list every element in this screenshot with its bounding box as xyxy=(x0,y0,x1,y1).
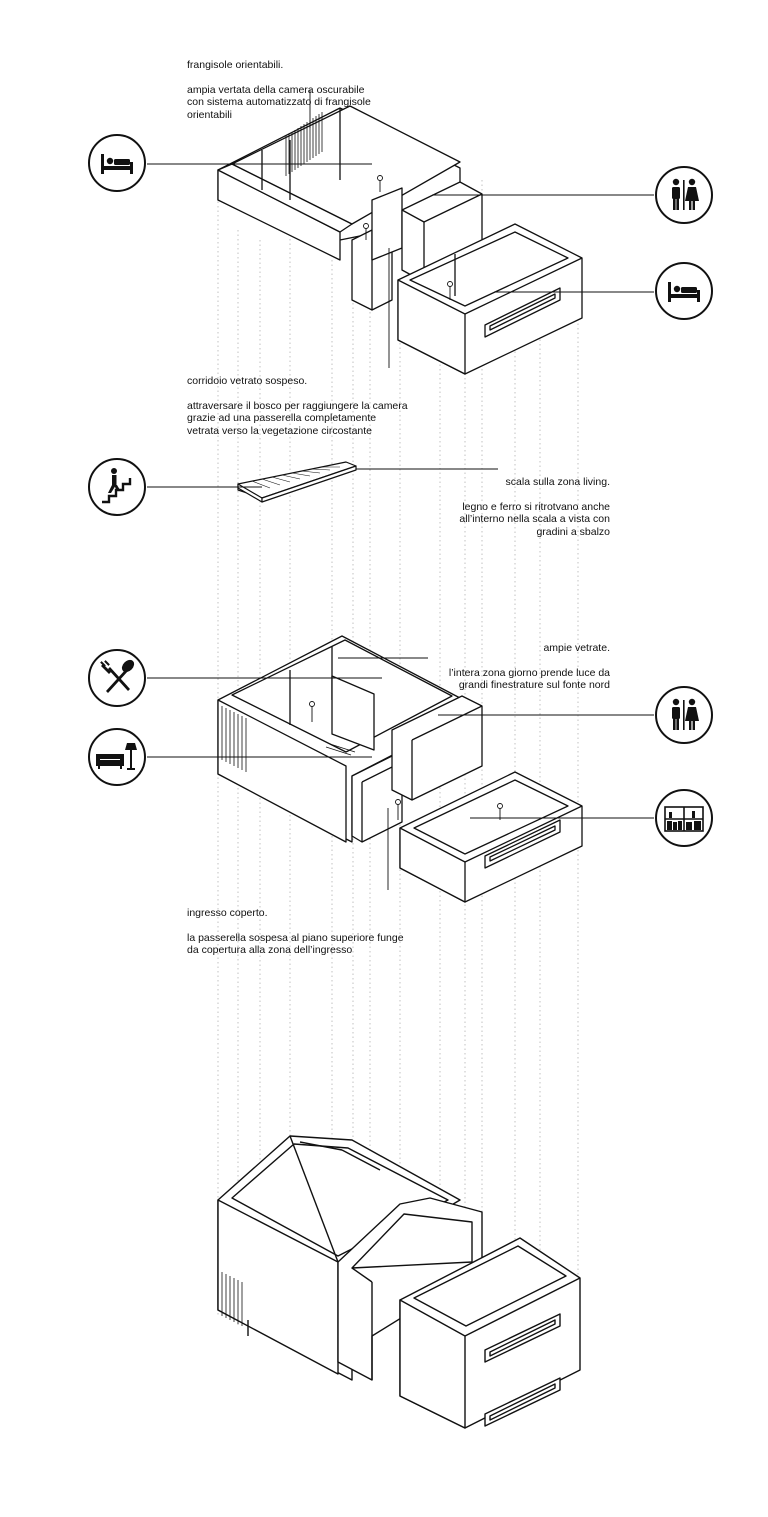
annotation-title: ampie vetrate. xyxy=(543,641,610,654)
annotation-title: ingresso coperto. xyxy=(187,906,268,919)
roof-exterior-volume xyxy=(217,1135,581,1429)
annotation-vetrate: ampie vetrate. l’intera zona giorno pren… xyxy=(449,629,610,704)
annotation-ingresso: ingresso coperto. la passerella sospesa … xyxy=(187,894,404,969)
upper-floor xyxy=(217,105,583,375)
sofa-lamp-icon xyxy=(88,728,146,786)
annotation-text: l’intera zona giorno prende luce da gran… xyxy=(448,666,610,692)
restroom-icon xyxy=(655,686,713,744)
ground-floor xyxy=(217,635,583,903)
shelves-icon xyxy=(655,789,713,847)
fork-spoon-icon xyxy=(88,649,146,707)
annotation-text: attraversare il bosco per raggiungere la… xyxy=(187,399,408,437)
leader-lines xyxy=(147,90,654,890)
bed-icon xyxy=(655,262,713,320)
annotation-corridoio: corridoio vetrato sospeso. attraversare … xyxy=(187,362,408,450)
annotation-frangisole: frangisole orientabili. ampia vertata de… xyxy=(187,46,371,134)
stairs-icon xyxy=(88,458,146,516)
annotation-title: scala sulla zona living. xyxy=(505,475,610,488)
annotation-title: frangisole orientabili. xyxy=(187,58,284,71)
annotation-scala: scala sulla zona living. legno e ferro s… xyxy=(459,463,610,551)
annotation-text: ampia vertata della camera oscurabile co… xyxy=(187,83,371,121)
restroom-icon xyxy=(655,166,713,224)
bed-icon xyxy=(88,134,146,192)
annotation-text: legno e ferro si ritrotvano anche all’in… xyxy=(459,500,610,538)
stair-element xyxy=(237,461,357,503)
annotation-text: la passerella sospesa al piano superiore… xyxy=(187,931,404,957)
annotation-title: corridoio vetrato sospeso. xyxy=(187,374,308,387)
